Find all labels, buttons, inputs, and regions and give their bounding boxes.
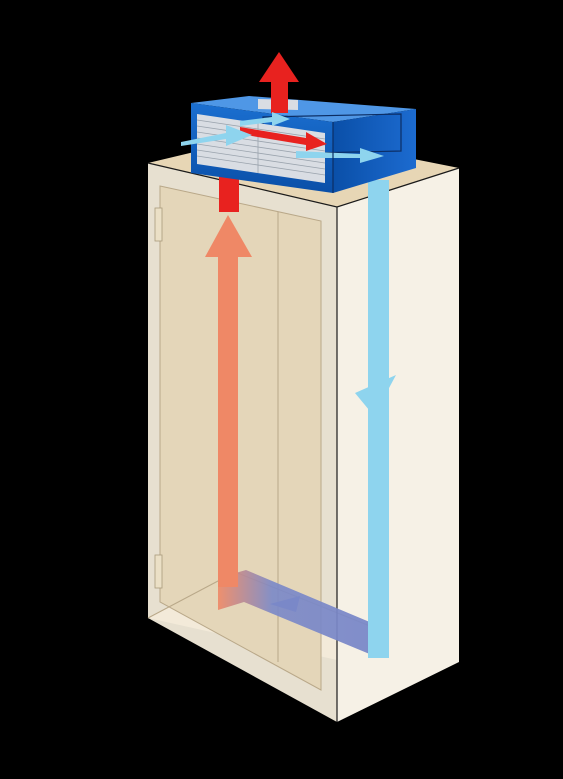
arrow-left-icon [270, 596, 300, 612]
warm-air-column [218, 252, 238, 587]
hot-internal-arrow [240, 127, 327, 151]
cabinet [147, 132, 460, 722]
cold-outflow-arrow [296, 148, 384, 163]
cabinet-side-face [337, 168, 459, 722]
cold-air-column [368, 180, 389, 658]
return-air-arrow [218, 570, 372, 655]
cooling-unit [181, 52, 416, 193]
door-hinge-icon [154, 207, 163, 242]
arrow-down-icon [355, 375, 396, 416]
airflow [205, 170, 396, 658]
arrow-up-icon [205, 215, 252, 257]
unit-top [191, 96, 416, 122]
hot-exhaust-stem [271, 80, 288, 113]
cold-upper-arrow [240, 112, 290, 126]
arrow-up-icon [259, 52, 299, 82]
hot-air-column [219, 170, 239, 212]
cold-intake-arrow [181, 125, 252, 146]
door-hinge-icon [154, 554, 163, 589]
cabinet-door-panel [159, 185, 322, 691]
